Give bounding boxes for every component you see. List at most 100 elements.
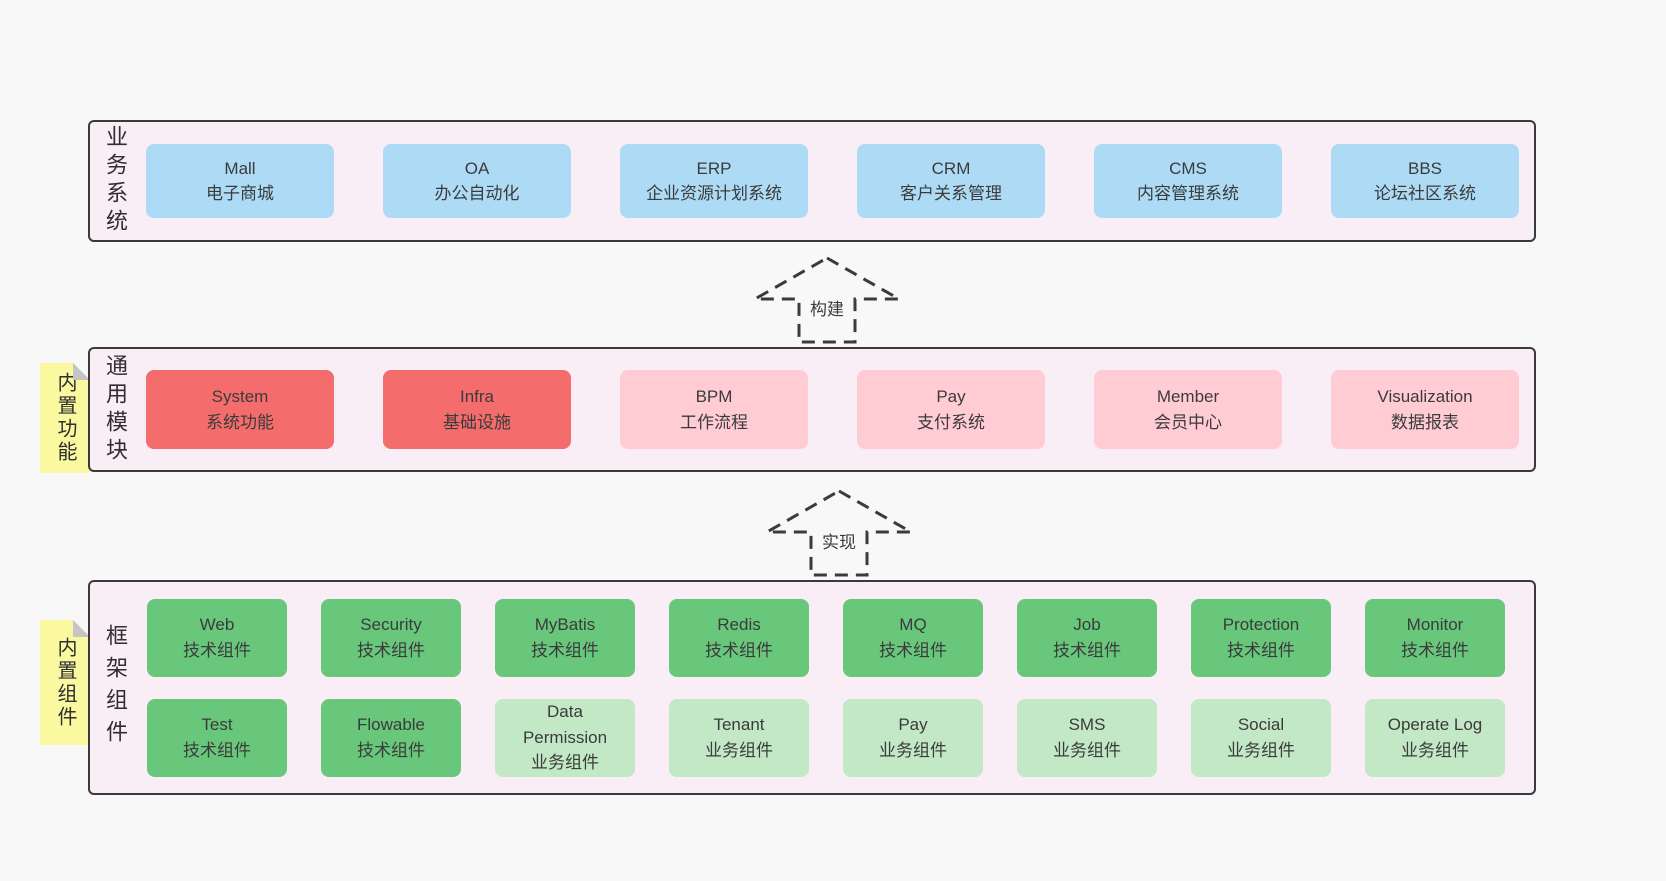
box-subtitle: 支付系统 [917, 412, 985, 432]
box-subtitle: 业务组件 [1053, 740, 1121, 760]
box-mybatis: MyBatis 技术组件 [495, 598, 635, 677]
folded-corner-icon [73, 363, 90, 380]
box-subtitle: 业务组件 [879, 740, 947, 760]
box-name: Pay [898, 715, 928, 734]
box-security: Security 技术组件 [321, 598, 461, 677]
panel-business-systems: 业务系统 Mall 电子商城 OA 办公自动化 ERP 企业资源计划系统 CRM… [88, 120, 1536, 242]
box-subtitle: 技术组件 [1227, 640, 1295, 660]
box-subtitle: 技术组件 [357, 740, 425, 760]
folded-corner-icon [73, 620, 90, 637]
box-subtitle: 技术组件 [1401, 640, 1469, 660]
box-visualization: Visualization 数据报表 [1331, 370, 1519, 449]
box-system: System 系统功能 [146, 370, 334, 449]
box-oa: OA 办公自动化 [383, 144, 571, 218]
dashed-up-arrow-icon [752, 256, 902, 344]
box-name: ERP [696, 158, 732, 178]
box-member: Member 会员中心 [1094, 370, 1282, 449]
box-name: Data Permission [522, 702, 608, 747]
box-social: Social 业务组件 [1191, 698, 1331, 777]
box-monitor: Monitor 技术组件 [1365, 598, 1505, 677]
box-name: System [211, 387, 269, 406]
box-name: OA [464, 158, 490, 178]
box-subtitle: 业务组件 [531, 753, 599, 773]
box-subtitle: 基础设施 [443, 412, 511, 432]
box-subtitle: 业务组件 [1227, 740, 1295, 760]
box-test: Test 技术组件 [147, 698, 287, 777]
business-box-row: Mall 电子商城 OA 办公自动化 ERP 企业资源计划系统 CRM 客户关系… [146, 144, 1519, 218]
box-data-permission: Data Permission 业务组件 [495, 698, 635, 777]
box-name: Mall [224, 158, 256, 178]
box-subtitle: 技术组件 [183, 740, 251, 760]
box-erp: ERP 企业资源计划系统 [620, 144, 808, 218]
sticky-note-built-in-components: 内置组件 [40, 620, 90, 745]
box-name: BPM [695, 387, 733, 406]
box-subtitle: 技术组件 [879, 640, 947, 660]
box-subtitle: 技术组件 [1053, 640, 1121, 660]
box-redis: Redis 技术组件 [669, 598, 809, 677]
box-name: Test [201, 715, 233, 734]
modules-box-row: System 系统功能 Infra 基础设施 BPM 工作流程 Pay 支付系统… [146, 370, 1519, 449]
box-web: Web 技术组件 [147, 598, 287, 677]
box-subtitle: 企业资源计划系统 [646, 184, 782, 203]
box-mq: MQ 技术组件 [843, 598, 983, 677]
box-subtitle: 电子商城 [206, 184, 274, 203]
box-protection: Protection 技术组件 [1191, 598, 1331, 677]
box-name: MyBatis [534, 615, 596, 634]
box-subtitle: 技术组件 [531, 640, 599, 660]
sticky-note-label: 内置组件 [54, 636, 76, 729]
box-name: Redis [717, 615, 761, 634]
box-subtitle: 内容管理系统 [1137, 184, 1239, 203]
box-subtitle: 客户关系管理 [900, 184, 1002, 203]
box-name: SMS [1068, 715, 1106, 734]
box-pay-component: Pay 业务组件 [843, 698, 983, 777]
box-name: Tenant [713, 715, 765, 734]
box-mall: Mall 电子商城 [146, 144, 334, 218]
box-name: Pay [936, 387, 966, 406]
box-sms: SMS 业务组件 [1017, 698, 1157, 777]
sticky-note-built-in-functions: 内置功能 [40, 363, 90, 473]
box-pay-module: Pay 支付系统 [857, 370, 1045, 449]
box-name: Monitor [1406, 615, 1464, 634]
box-operate-log: Operate Log 业务组件 [1365, 698, 1505, 777]
box-flowable: Flowable 技术组件 [321, 698, 461, 777]
box-cms: CMS 内容管理系统 [1094, 144, 1282, 218]
box-name: Social [1237, 715, 1285, 734]
arrow-build-up: 构建 [752, 255, 902, 345]
sticky-note-label: 内置功能 [54, 372, 76, 464]
box-name: Operate Log [1387, 715, 1483, 734]
panel-title-framework-components: 框架组件 [103, 623, 128, 752]
arrow-implement-up: 实现 [764, 488, 914, 578]
box-subtitle: 技术组件 [357, 640, 425, 660]
arrow-implement-label: 实现 [818, 527, 860, 554]
panel-framework-components: 框架组件 Web 技术组件 Security 技术组件 MyBatis 技术组件… [88, 580, 1536, 795]
box-name: MQ [899, 615, 927, 634]
box-job: Job 技术组件 [1017, 598, 1157, 677]
components-row-2: Test 技术组件 Flowable 技术组件 Data Permission … [147, 698, 1505, 777]
components-grid: Web 技术组件 Security 技术组件 MyBatis 技术组件 Redi… [147, 598, 1505, 777]
box-subtitle: 会员中心 [1154, 412, 1222, 432]
box-subtitle: 业务组件 [705, 740, 773, 760]
dashed-up-arrow-icon [764, 489, 914, 577]
box-subtitle: 系统功能 [206, 412, 274, 432]
box-name: Flowable [356, 715, 426, 734]
box-subtitle: 工作流程 [680, 412, 748, 432]
box-subtitle: 技术组件 [705, 640, 773, 660]
arrow-build-label: 构建 [806, 294, 848, 321]
box-tenant: Tenant 业务组件 [669, 698, 809, 777]
box-name: Member [1156, 387, 1220, 406]
box-name: Security [360, 615, 422, 634]
box-name: CMS [1169, 158, 1207, 178]
box-name: Job [1073, 615, 1101, 634]
box-name: Web [199, 615, 235, 634]
box-name: Protection [1222, 615, 1300, 634]
components-row-1: Web 技术组件 Security 技术组件 MyBatis 技术组件 Redi… [147, 598, 1505, 677]
box-subtitle: 论坛社区系统 [1374, 184, 1476, 203]
box-name: CRM [931, 158, 971, 178]
panel-common-modules: 通用模块 System 系统功能 Infra 基础设施 BPM 工作流程 Pay… [88, 347, 1536, 472]
box-crm: CRM 客户关系管理 [857, 144, 1045, 218]
box-subtitle: 数据报表 [1391, 412, 1459, 432]
box-name: BBS [1407, 158, 1443, 178]
box-name: Infra [459, 387, 495, 406]
box-name: Visualization [1377, 387, 1473, 406]
